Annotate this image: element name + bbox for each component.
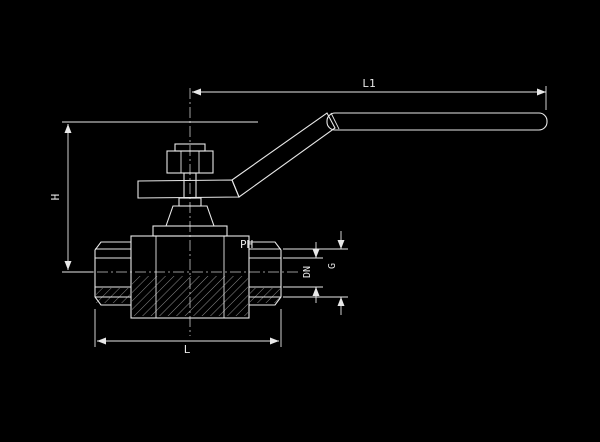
stem-top-cap [174,143,206,152]
handle-bar [326,112,548,131]
arrow-up-icon [64,124,72,133]
arrow-left-icon [97,337,106,345]
handle-lever-arm [231,112,336,198]
arrow-up-icon [312,287,320,296]
valve-body [94,235,282,319]
label-h: H [49,194,62,201]
dimension-dn: DN [283,242,323,303]
arrow-right-icon [537,88,546,96]
handle-mount-plate [137,179,240,199]
label-g: G [327,263,338,269]
arrow-right-icon [270,337,279,345]
arrow-left-icon [192,88,201,96]
left-end-cap [94,241,131,306]
right-end-cap [249,241,282,306]
centerlines [78,88,300,336]
valve-handle [137,112,548,199]
arrow-down-icon [64,261,72,270]
section-hatching [96,276,280,316]
arrow-down-icon [312,249,320,258]
arrow-up-icon [337,297,345,306]
label-dn: DN [302,266,313,278]
bonnet [165,205,215,227]
bonnet-stem [152,143,228,237]
handle-grip-joint [330,112,340,130]
label-l1: L1 [362,77,375,90]
arrow-down-icon [337,240,345,249]
dimension-l1: L1 [192,77,547,110]
dimension-g: G [283,231,348,315]
label-ph: PH [240,238,253,251]
dimension-h: H [49,121,258,273]
label-l: L [184,343,191,356]
dimension-l: L [94,309,282,356]
